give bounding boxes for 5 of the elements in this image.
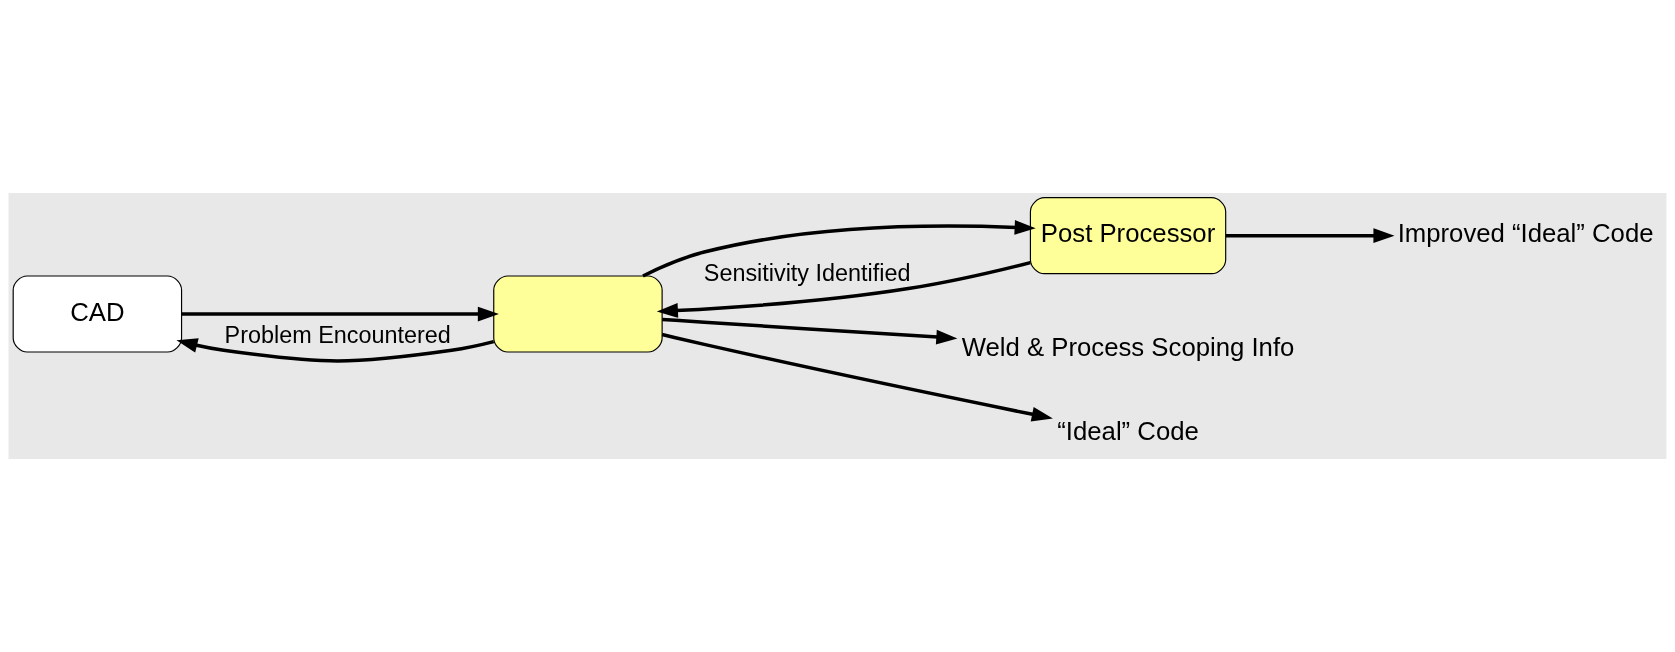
node-text: Weld & Process Scoping Info bbox=[961, 332, 1295, 361]
node-text: “Ideal” Code bbox=[1057, 416, 1199, 445]
edge-label: Sensitivity Identified bbox=[703, 260, 911, 287]
edge-label: Problem Encountered bbox=[224, 322, 451, 349]
node-text: Improved “Ideal” Code bbox=[1397, 219, 1654, 248]
